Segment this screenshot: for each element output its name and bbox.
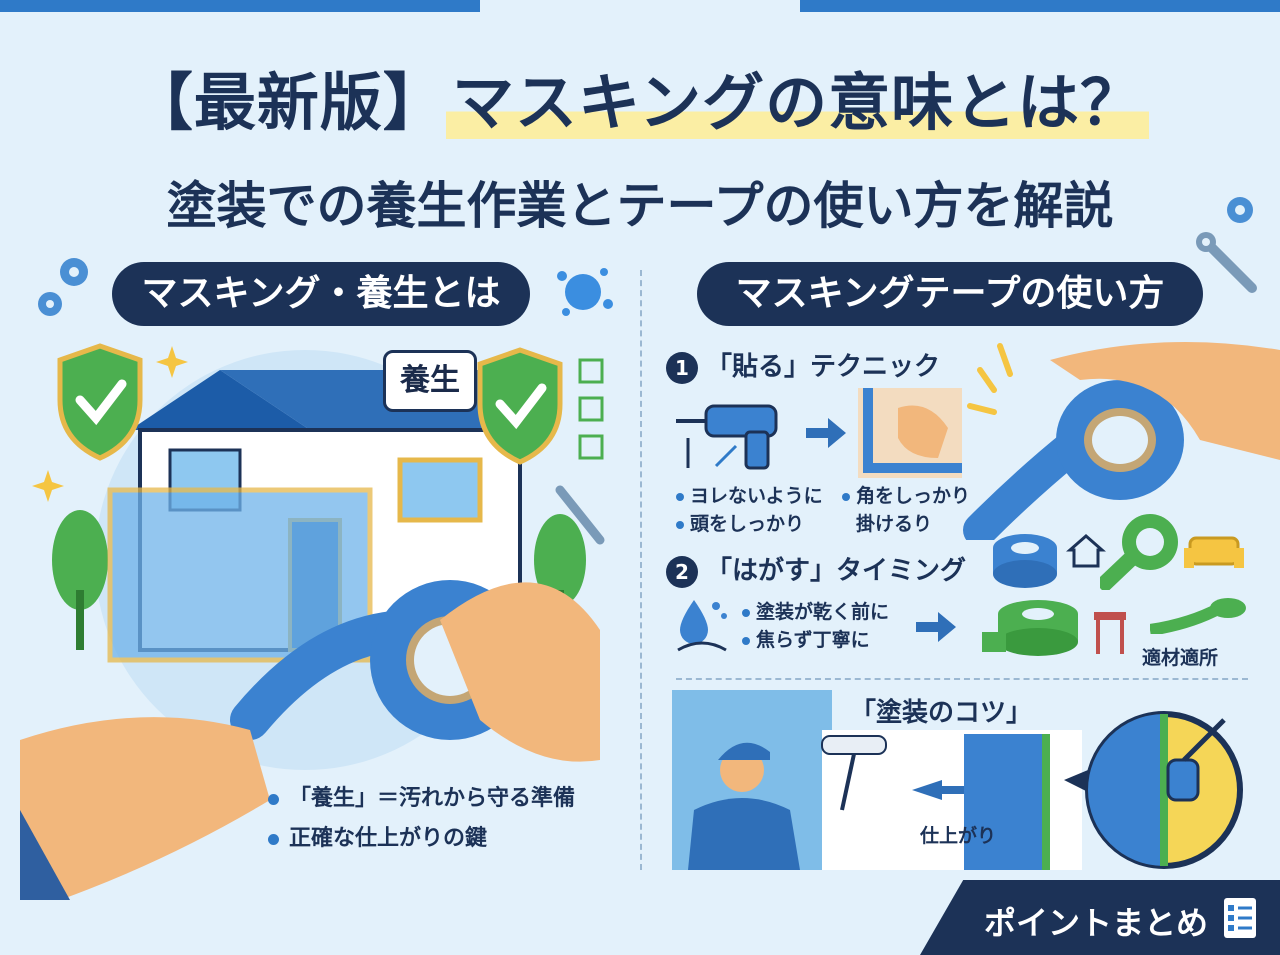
step-2-notes: 塗装が乾く前に 焦らず丁寧に — [742, 598, 889, 654]
bullet-dot — [268, 833, 279, 845]
right-heading-label: マスキングテープの使い方 — [735, 273, 1165, 314]
paint-splash-icon — [557, 268, 613, 316]
step-2-note-line2: 焦らず丁寧に — [742, 626, 889, 654]
bullet-dot — [676, 520, 684, 529]
step-1-title: 1 「貼る」テクニック — [666, 346, 940, 384]
bullet-dot — [742, 636, 750, 645]
bullet-dot — [842, 492, 850, 501]
speech-bubble-label: 養生 — [400, 363, 460, 398]
step-1-note-b-line2: 掛けるり — [842, 510, 970, 538]
wrench-icon — [1196, 232, 1257, 293]
tape-strip-icon — [1150, 598, 1246, 634]
left-section-heading: マスキング・養生とは — [112, 262, 530, 326]
left-bullet-1-label: 「養生」＝汚れから守る準備 — [289, 786, 576, 811]
house-icon — [1066, 534, 1106, 568]
speech-bubble: 養生 — [383, 350, 477, 412]
step-1-note-a: ヨレないように 頭をしっかり — [676, 482, 823, 538]
section-divider — [640, 270, 642, 870]
summary-banner[interactable]: ポイントまとめ — [920, 880, 1280, 955]
step-2-note-line1: 塗装が乾く前に — [742, 598, 889, 626]
water-drop-icon — [677, 600, 727, 652]
tape-roll-icon — [1100, 514, 1178, 590]
painter-illustration — [672, 690, 1082, 870]
bullet-dot — [268, 793, 279, 805]
tape-hand-illustration — [963, 342, 1280, 540]
step-2-label: 「はがす」タイミング — [706, 556, 967, 586]
step-1-note-a-text-1: ヨレないように — [690, 485, 823, 507]
hand-corner-illustration — [858, 388, 962, 478]
step-2-note-text-2: 焦らず丁寧に — [756, 629, 870, 651]
tip-divider — [676, 678, 1248, 680]
stool-icon — [1094, 612, 1126, 654]
sofa-icon — [1184, 536, 1244, 568]
title-bracket: 【最新版】 — [130, 66, 446, 139]
arrow-right-icon — [806, 418, 846, 448]
step-1-note-a-line1: ヨレないように — [676, 482, 823, 510]
step-1-label: 「貼る」テクニック — [706, 352, 941, 382]
tip-title: 「塗装のコツ」 — [850, 698, 1033, 728]
step-1-note-b-line1: 角をしっかり — [842, 482, 970, 510]
checklist-icon — [1224, 898, 1256, 938]
step-1-note-a-line2: 頭をしっかり — [676, 510, 823, 538]
tape-roll-icon — [982, 600, 1078, 656]
finish-label: 仕上がり — [920, 825, 997, 847]
step-1-note-a-text-2: 頭をしっかり — [690, 513, 805, 535]
gear-icon — [1227, 197, 1253, 223]
house-illustration — [20, 343, 605, 900]
bullet-dot — [676, 492, 684, 501]
material-label: 適材適所 — [1142, 647, 1219, 669]
glue-gun-icon — [676, 404, 778, 470]
page-subtitle: 塗装での養生作業とテープの使い方を解説 — [166, 177, 1114, 235]
arrow-right-icon — [916, 612, 956, 642]
step-2-note-text-1: 塗装が乾く前に — [756, 601, 890, 623]
left-bullet-2-label: 正確な仕上がりの鍵 — [289, 826, 488, 851]
step-2-number: 2 — [666, 556, 698, 588]
tape-roll-icon — [993, 534, 1057, 588]
step-1-note-b: 角をしっかり 掛けるり — [842, 482, 970, 538]
left-heading-label: マスキング・養生とは — [141, 273, 501, 314]
top-right-band — [800, 0, 1280, 12]
left-bullet-1: 「養生」＝汚れから守る準備 — [268, 780, 575, 812]
page-title: 【最新版】マスキングの意味とは？ — [0, 52, 1280, 142]
right-section-heading: マスキングテープの使い方 — [697, 262, 1203, 326]
step-1-note-b-text-2: 掛けるり — [856, 513, 933, 535]
title-main: マスキングの意味とは？ — [445, 66, 1150, 139]
summary-label: ポイントまとめ — [984, 904, 1209, 942]
bullet-dot — [742, 608, 750, 617]
detail-magnifier-illustration — [1064, 711, 1243, 869]
gear-icon — [38, 258, 88, 316]
left-bullet-2: 正確な仕上がりの鍵 — [268, 820, 487, 852]
step-1-note-b-text-1: 角をしっかり — [856, 485, 971, 507]
step-1-number: 1 — [666, 352, 698, 384]
step-2-title: 2 「はがす」タイミング — [666, 550, 966, 588]
top-left-band — [0, 0, 480, 12]
